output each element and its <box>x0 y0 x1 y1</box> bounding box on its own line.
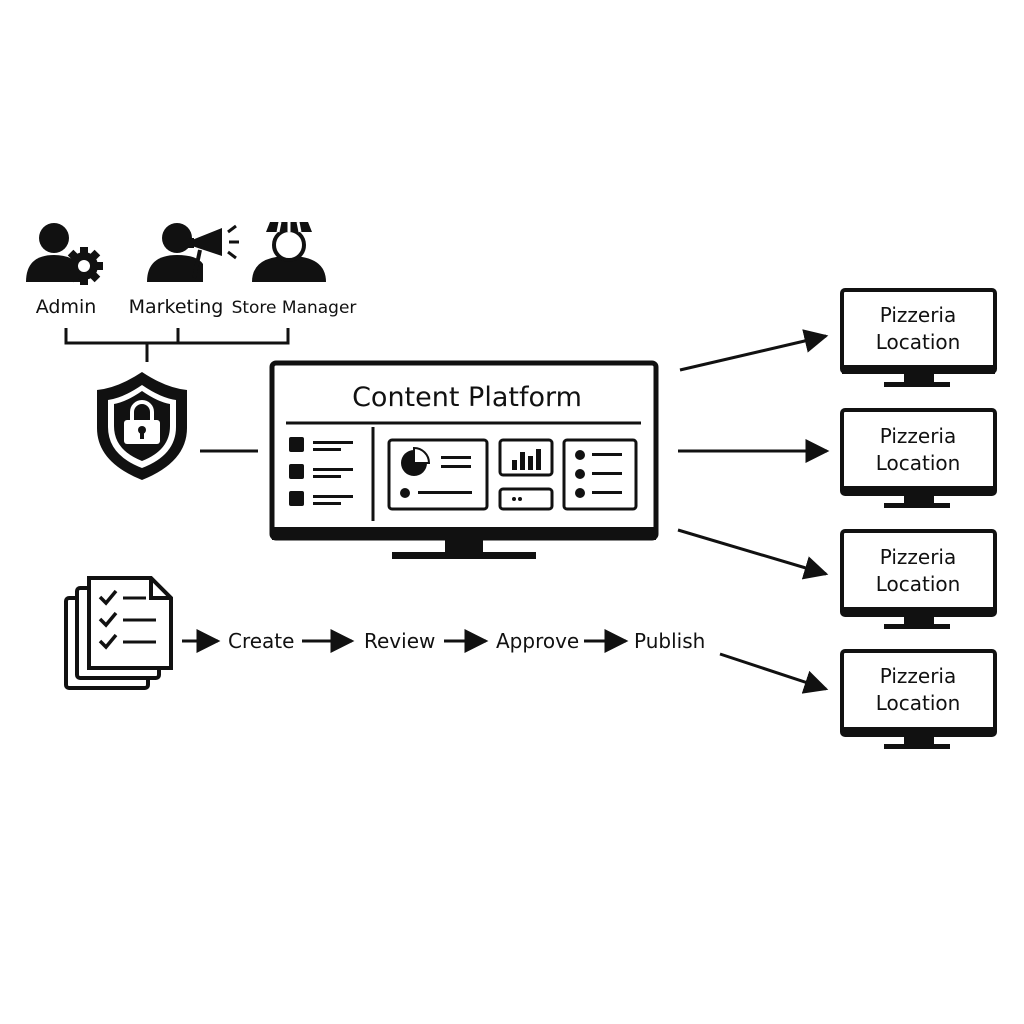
role-marketing: Marketing <box>129 223 239 318</box>
bar-chart-icon <box>512 449 541 470</box>
workflow-step-publish: Publish <box>634 629 705 653</box>
content-platform-monitor: Content Platform <box>269 360 659 559</box>
platform-bar-card <box>498 438 554 511</box>
platform-list-card <box>562 438 638 511</box>
role-label-marketing: Marketing <box>129 296 224 318</box>
workflow-steps: Create Review Approve Publish <box>182 629 705 653</box>
marketing-megaphone-icon <box>147 223 239 282</box>
location-line1: Pizzeria <box>880 545 957 569</box>
arrow-to-location-4 <box>719 652 829 694</box>
location-monitor-4: Pizzeria Location <box>840 649 997 749</box>
platform-sidebar-list <box>289 437 353 506</box>
location-line1: Pizzeria <box>880 424 957 448</box>
location-line2: Location <box>876 330 961 354</box>
role-store-manager: Store Manager <box>232 221 357 318</box>
location-monitor-2: Pizzeria Location <box>840 408 997 508</box>
roles-bracket <box>64 328 290 362</box>
document-checklist-icon <box>64 576 173 690</box>
location-monitor-1: Pizzeria Location <box>840 288 997 387</box>
workflow-step-approve: Approve <box>496 629 579 653</box>
location-line1: Pizzeria <box>880 664 957 688</box>
workflow-step-review: Review <box>364 629 435 653</box>
distribution-arrows <box>677 329 830 694</box>
store-manager-icon <box>252 221 326 282</box>
location-line2: Location <box>876 451 961 475</box>
role-label-store-manager: Store Manager <box>232 298 357 318</box>
admin-gear-icon <box>26 223 103 285</box>
role-label-admin: Admin <box>36 296 97 318</box>
arrow-to-location-1 <box>679 329 829 372</box>
location-line1: Pizzeria <box>880 303 957 327</box>
location-line2: Location <box>876 691 961 715</box>
platform-title: Content Platform <box>352 382 582 413</box>
shield-lock-icon <box>97 372 187 480</box>
platform-pie-card <box>387 438 489 511</box>
arrow-to-location-3 <box>677 528 829 580</box>
location-line2: Location <box>876 572 961 596</box>
role-admin: Admin <box>26 223 103 318</box>
workflow-step-create: Create <box>228 629 294 653</box>
location-monitor-3: Pizzeria Location <box>840 529 997 629</box>
pie-chart-icon <box>401 446 431 476</box>
